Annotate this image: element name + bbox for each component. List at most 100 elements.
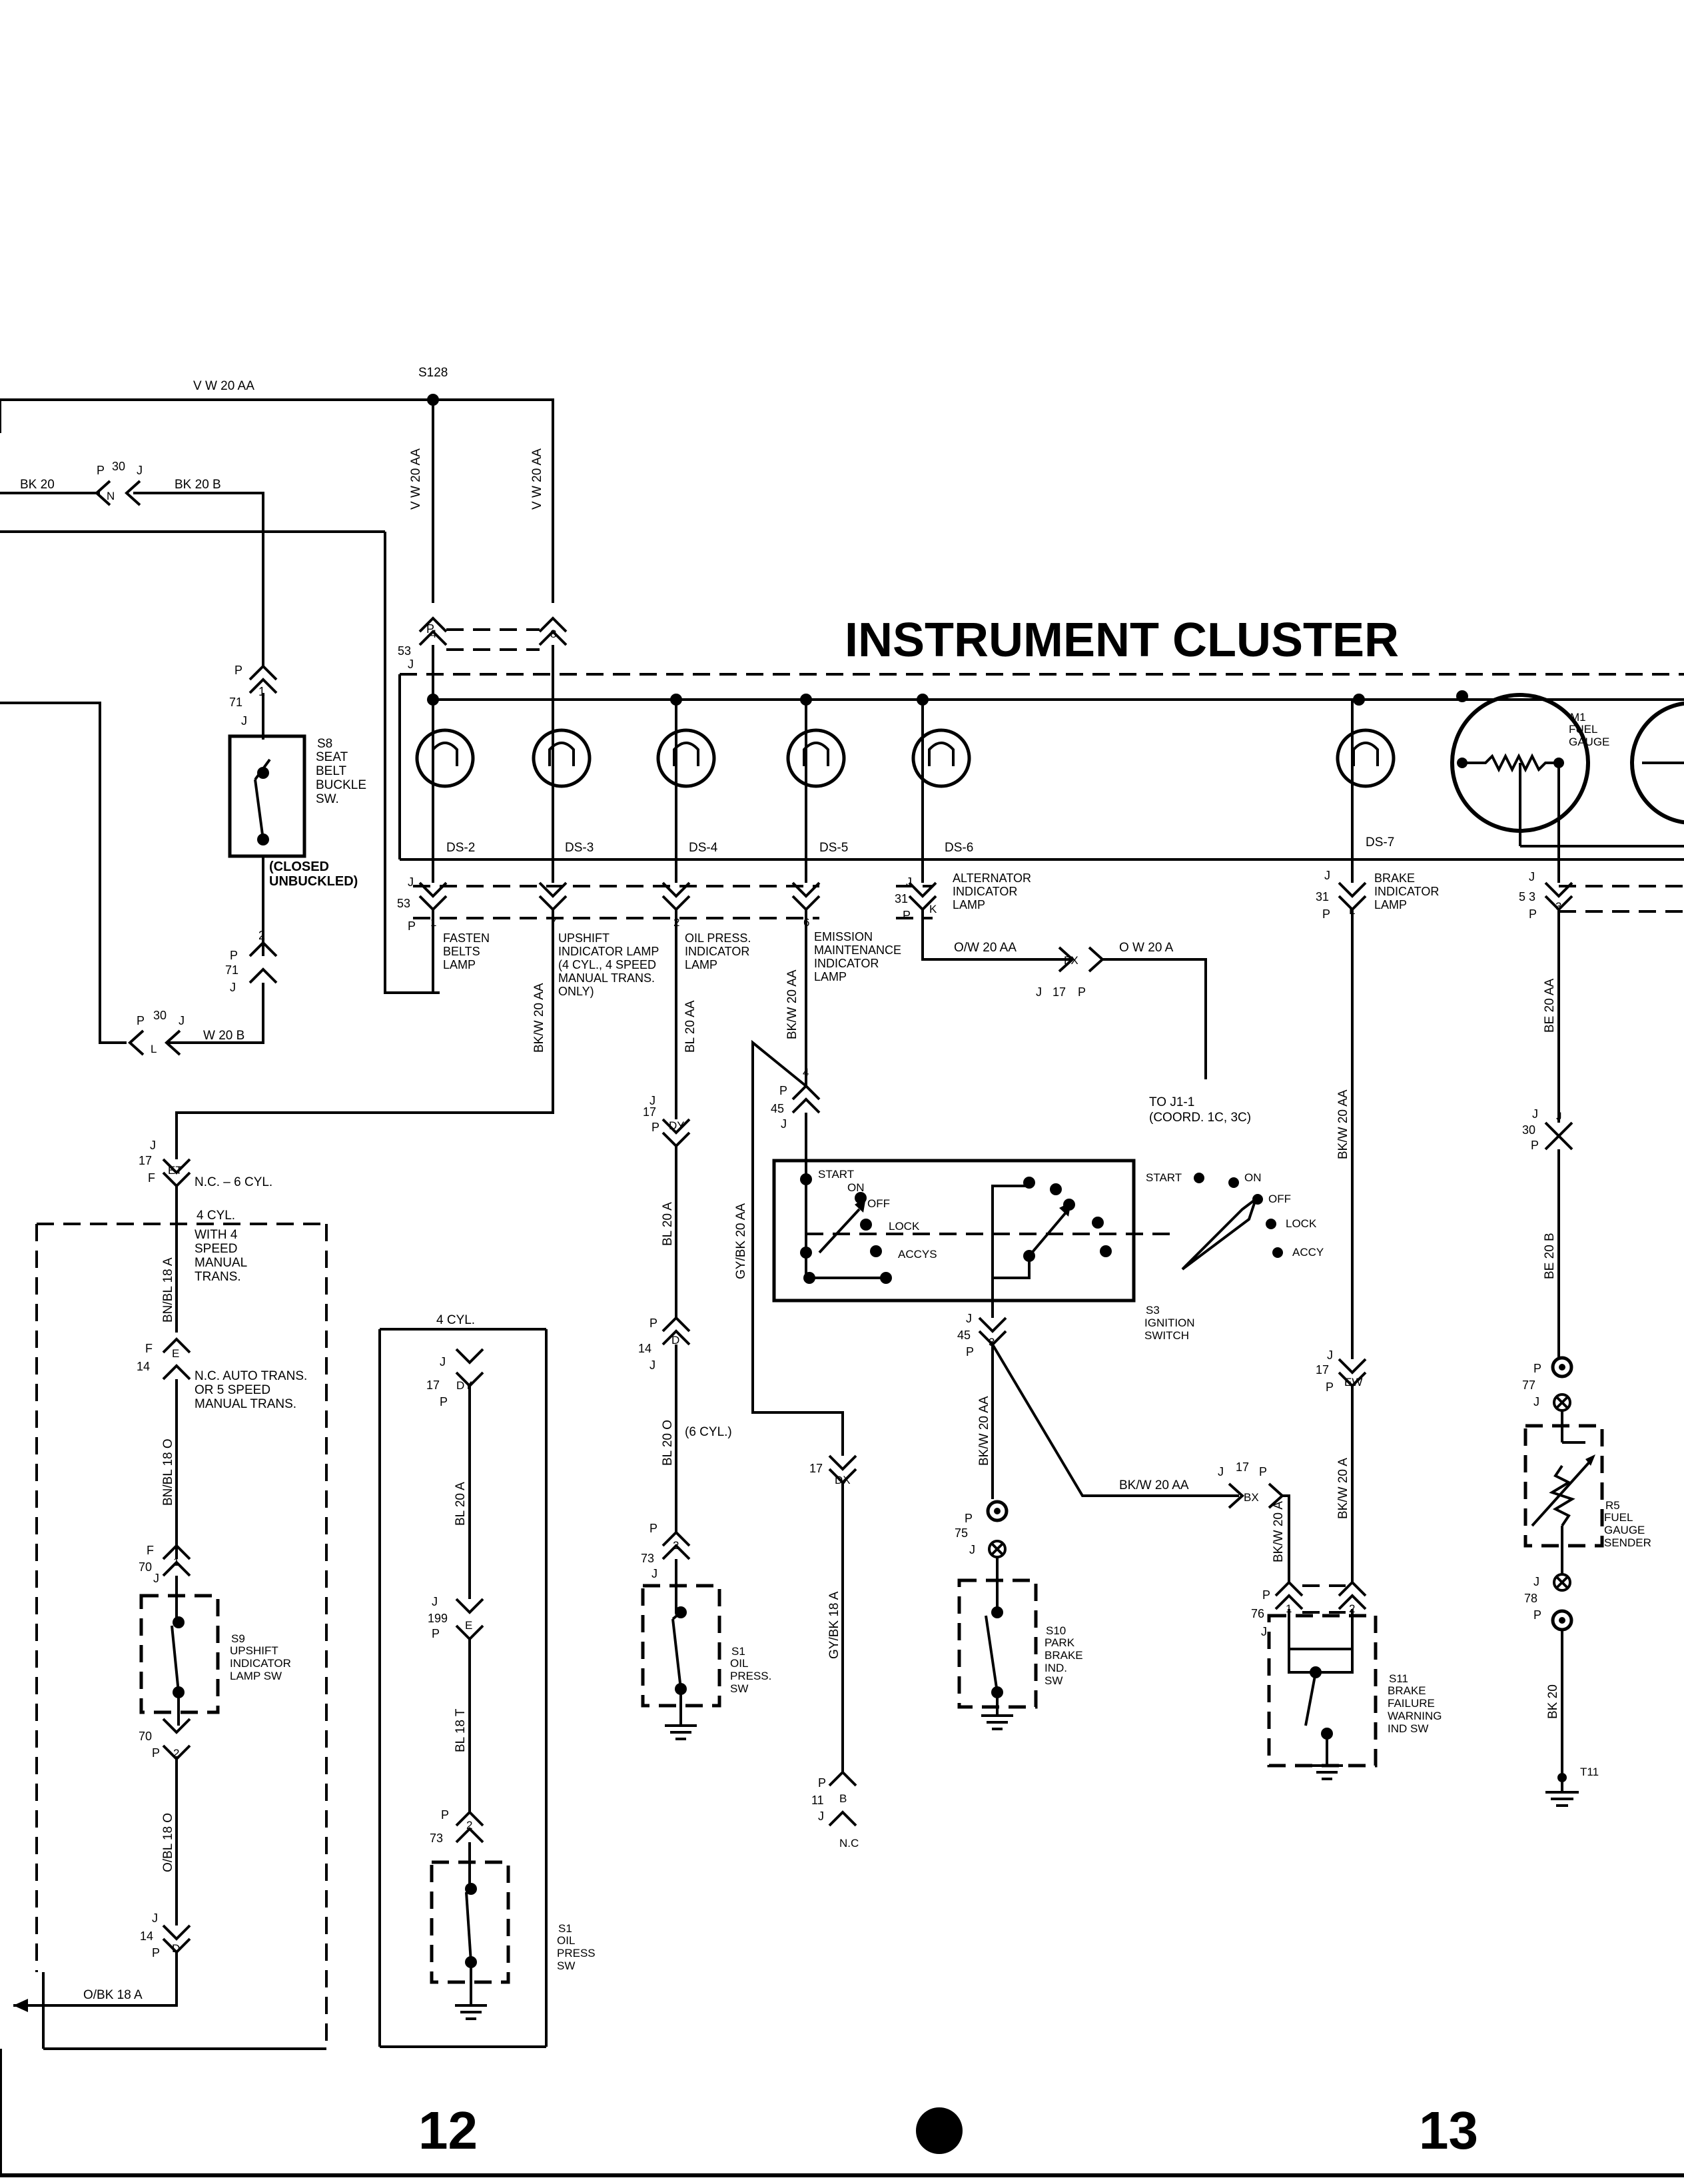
s3k-accy: ACCY (1292, 1246, 1324, 1259)
wire-top-bus (0, 398, 434, 603)
bus-node-5 (1353, 694, 1365, 706)
wire-bk20b (133, 492, 264, 666)
arrow-obk18a (13, 1999, 28, 2012)
ds4-label-wrap: OIL PRESS. INDICATOR LAMP (685, 931, 751, 971)
s1a-label: OIL PRESS. SW (730, 1657, 772, 1695)
ew-pin: 17 (1316, 1363, 1329, 1376)
dy-conn-b (661, 1131, 691, 1148)
wire-label-bk20: BK 20 (20, 478, 55, 492)
c70t-pin: 70 (139, 1560, 152, 1574)
c73-a (661, 1530, 691, 1547)
wire-label-obk18a: O/BK 18 A (83, 1988, 143, 2002)
e199-p: P (432, 1627, 440, 1640)
d-conn-a (661, 1316, 691, 1333)
c53r-cav: 3 (1555, 900, 1561, 913)
s8-arm-a (254, 758, 271, 781)
d14-code: D (671, 1334, 679, 1347)
d14b-code: D (172, 1942, 180, 1955)
with4spd-wrap: WITH 4 SPEED MANUAL TRANS. (195, 1228, 247, 1284)
c78-j: J (1533, 1575, 1539, 1588)
c76-pin: 76 (1251, 1607, 1264, 1620)
dy2-p: P (440, 1395, 448, 1408)
c70t-j: J (153, 1572, 159, 1585)
wire-label-bl20a: BL 20 A (661, 1202, 675, 1246)
c53-pin4-b (418, 630, 448, 646)
b11-b (828, 1810, 857, 1827)
bx-pin: 17 (1236, 1460, 1249, 1474)
conn-n-j: J (137, 464, 143, 477)
wire-label-w20b: W 20 B (203, 1029, 244, 1043)
wire-label-be20aa: BE 20 AA (1543, 978, 1557, 1033)
wire-bkw-20a (1282, 1494, 1290, 1582)
wire-label-obl18o: O/BL 18 O (161, 1813, 175, 1872)
c71t-pin: 71 (229, 696, 242, 709)
e199-a (455, 1598, 484, 1614)
c70b-p: P (152, 1746, 160, 1760)
wire-top-bus-right (433, 398, 554, 603)
c73-j: J (651, 1567, 657, 1580)
et-f: F (148, 1171, 155, 1185)
c53-pin8: 8 (550, 628, 556, 640)
wire-w20b-left (0, 702, 127, 1044)
c70b-cav: 2 (173, 1747, 179, 1760)
fx-pin: 17 (1052, 985, 1066, 999)
c45b-p: P (966, 1345, 974, 1359)
c45bot-a (978, 1317, 1007, 1333)
m1-id: M1 (1570, 711, 1586, 724)
fx-j: J (1036, 985, 1042, 999)
k-conn-b (908, 881, 937, 898)
with4spd-label: WITH 4 SPEED MANUAL TRANS. (195, 1228, 247, 1284)
ds3-label: UPSHIFT INDICATOR LAMP (4 CYL., 4 SPEED … (558, 931, 659, 998)
wire-ds6-fx (921, 909, 1072, 961)
et-note: N.C. – 6 CYL. (195, 1175, 272, 1189)
c76-c2: 2 (1349, 1602, 1355, 1615)
clu53-pin: 53 (397, 897, 410, 910)
c76-p: P (1262, 1588, 1270, 1602)
c45t-cav: 4 (803, 1066, 809, 1079)
s3k-off: OFF (1268, 1193, 1291, 1205)
coord-label: (COORD. 1C, 3C) (1149, 1111, 1251, 1125)
s8-label: SEAT BELT BUCKLE SW. (316, 750, 367, 806)
conn-71-bot-b (248, 967, 278, 984)
switch-s1a: S1 OIL PRESS. SW (641, 1584, 772, 1740)
six-cyl-note: (6 CYL.) (685, 1425, 732, 1439)
c45b-pin: 45 (957, 1329, 971, 1342)
e199-j: J (432, 1595, 438, 1608)
wire-vertical-578 (384, 532, 440, 994)
wire-gybk (751, 1039, 844, 1456)
c53-pin4-a (418, 616, 448, 633)
bx-p: P (1259, 1465, 1267, 1478)
c45top-a (791, 1084, 821, 1101)
wire-label-bkw-d: BK/W 20 AA (1119, 1478, 1189, 1492)
dy2-pin: 17 (426, 1378, 440, 1392)
s8-box (228, 734, 306, 858)
d14-p: P (649, 1317, 657, 1330)
c73-pin: 73 (641, 1552, 654, 1565)
fx-code: FX (1064, 954, 1078, 967)
c78-pin: 78 (1524, 1592, 1537, 1605)
c73b-p: P (441, 1808, 449, 1822)
c76-c1: 1 (1286, 1602, 1292, 1615)
dx-a (828, 1454, 857, 1471)
r5-label-wrap: FUEL GAUGE SENDER (1604, 1511, 1651, 1549)
bx-j: J (1218, 1465, 1224, 1478)
conn-n-code: N (107, 490, 115, 502)
c73-p: P (649, 1522, 657, 1535)
wire-label-be20b: BE 20 B (1543, 1233, 1557, 1279)
c71t-j: J (241, 714, 247, 728)
c70b-a (162, 1718, 191, 1734)
c53-pin8-b (538, 630, 568, 646)
s3-label-wrap: IGNITION SWITCH (1144, 1317, 1195, 1342)
lamp-ds4-id: DS-4 (689, 841, 718, 855)
wire-label-bl20aa: BL 20 AA (683, 1000, 697, 1053)
ew-p: P (1326, 1380, 1334, 1394)
l31-j: J (1324, 869, 1330, 882)
l31-p: P (1322, 907, 1330, 921)
e14-b (162, 1364, 191, 1380)
ds6-label: ALTERNATOR INDICATOR LAMP (953, 871, 1032, 911)
page-center-dot (916, 2107, 963, 2154)
c73b-a (455, 1810, 484, 1827)
c53-j: J (408, 658, 414, 671)
wire-label-bkw-e: BK/W 20 AA (1336, 1089, 1350, 1159)
d14b-p: P (152, 1946, 160, 1959)
